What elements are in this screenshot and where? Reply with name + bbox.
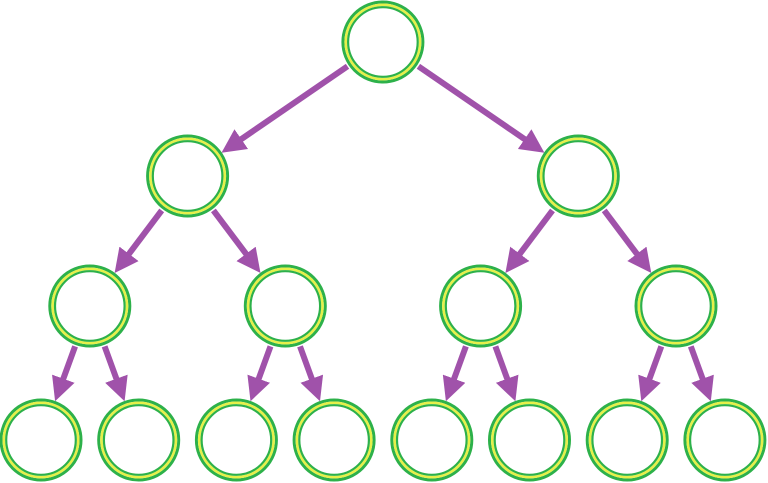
circle-node-icon bbox=[683, 398, 767, 482]
node-ring-inner bbox=[298, 404, 371, 476]
node-ring-inner bbox=[640, 270, 712, 342]
arrow-icon bbox=[101, 345, 128, 402]
tree-node bbox=[488, 398, 571, 482]
arrow-icon bbox=[505, 208, 555, 274]
node-ring-middle bbox=[100, 401, 178, 479]
circle-node-icon bbox=[194, 398, 278, 482]
node-ring-inner bbox=[493, 404, 566, 476]
circle-node-icon bbox=[536, 134, 620, 218]
node-ring-middle bbox=[686, 401, 764, 479]
node-ring-inner bbox=[249, 270, 322, 342]
arrow-icon bbox=[638, 345, 665, 402]
node-ring-inner bbox=[395, 404, 468, 476]
edges-group bbox=[52, 63, 714, 402]
arrow-icon bbox=[247, 345, 274, 402]
node-ring-inner bbox=[5, 404, 77, 476]
circle-node-icon bbox=[341, 0, 425, 84]
node-ring-inner bbox=[444, 270, 517, 342]
tree-node bbox=[439, 264, 523, 348]
circle-node-icon bbox=[488, 398, 571, 482]
circle-node-icon bbox=[292, 398, 376, 482]
tree-node bbox=[292, 398, 376, 482]
arrow-icon bbox=[297, 345, 324, 402]
node-ring-middle bbox=[197, 401, 275, 479]
circle-node-icon bbox=[439, 264, 523, 348]
circle-node-icon bbox=[585, 398, 669, 482]
tree-node bbox=[194, 398, 278, 482]
node-ring-middle bbox=[539, 137, 617, 215]
arrow-icon bbox=[492, 345, 519, 402]
tree-node bbox=[585, 398, 669, 482]
circle-node-icon bbox=[390, 398, 474, 482]
node-ring-middle bbox=[637, 267, 715, 345]
node-ring-inner bbox=[347, 6, 419, 78]
node-ring-inner bbox=[689, 404, 761, 476]
node-ring-inner bbox=[102, 404, 175, 476]
arrow-icon bbox=[221, 63, 350, 153]
tree-node bbox=[146, 134, 230, 218]
circle-node-icon bbox=[97, 398, 181, 482]
tree-node bbox=[341, 0, 425, 84]
circle-node-icon bbox=[0, 398, 83, 482]
arrow-icon bbox=[442, 345, 469, 402]
arrow-icon bbox=[416, 63, 545, 153]
node-ring-middle bbox=[344, 3, 422, 81]
node-ring-middle bbox=[295, 401, 373, 479]
node-ring-middle bbox=[442, 267, 520, 345]
node-ring-middle bbox=[246, 267, 324, 345]
circle-node-icon bbox=[48, 264, 132, 348]
node-ring-middle bbox=[588, 401, 666, 479]
tree-node bbox=[683, 398, 767, 482]
node-ring-middle bbox=[149, 137, 227, 215]
circle-node-icon bbox=[634, 264, 718, 348]
arrow-icon bbox=[687, 345, 714, 402]
arrow-icon bbox=[211, 208, 261, 274]
arrow-icon bbox=[52, 345, 78, 402]
arrow-icon bbox=[601, 208, 652, 274]
circle-node-icon bbox=[243, 264, 327, 348]
tree-node bbox=[48, 264, 132, 348]
tree-node bbox=[97, 398, 181, 482]
tree-node bbox=[634, 264, 718, 348]
node-ring-inner bbox=[53, 270, 126, 342]
tree-node bbox=[390, 398, 474, 482]
node-ring-inner bbox=[151, 140, 224, 212]
node-ring-inner bbox=[542, 140, 615, 212]
tree-node bbox=[0, 398, 83, 482]
node-ring-middle bbox=[2, 401, 80, 479]
node-ring-inner bbox=[200, 404, 273, 476]
node-ring-middle bbox=[51, 267, 129, 345]
tree-node bbox=[536, 134, 620, 218]
node-ring-inner bbox=[591, 404, 664, 476]
arrow-icon bbox=[114, 208, 165, 274]
node-ring-middle bbox=[393, 401, 471, 479]
tree-node bbox=[243, 264, 327, 348]
circle-node-icon bbox=[146, 134, 230, 218]
node-ring-middle bbox=[490, 401, 568, 479]
